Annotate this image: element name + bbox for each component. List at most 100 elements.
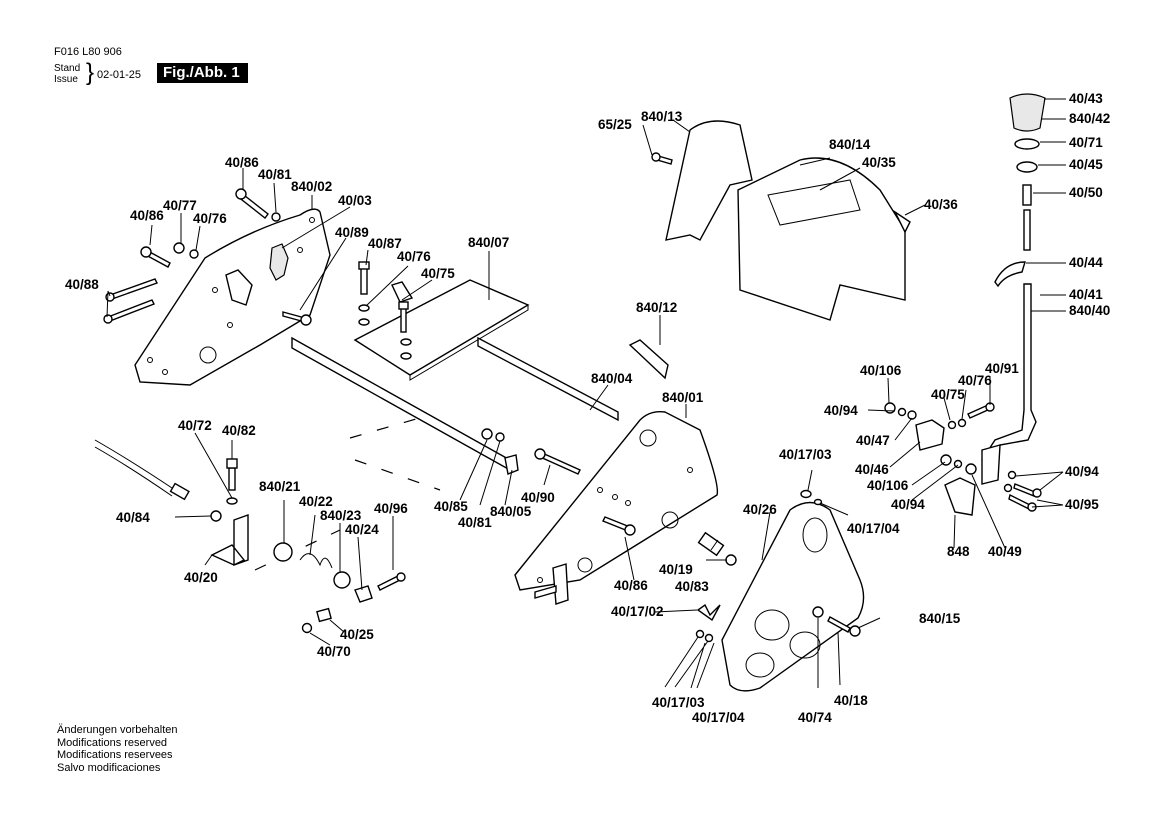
sleeve-840-21 xyxy=(273,542,293,562)
part-label: 840/02 xyxy=(291,179,333,194)
bolt-40-88-a xyxy=(105,278,158,302)
part-label: 40/22 xyxy=(299,494,333,509)
part-label: 40/86 xyxy=(225,155,259,170)
bracket-40-46 xyxy=(915,419,945,451)
washer-40-76-c xyxy=(957,418,967,428)
part-label: 40/91 xyxy=(985,361,1019,376)
part-label: 40/106 xyxy=(867,478,909,493)
issue-date: 02-01-25 xyxy=(97,69,142,81)
pin-40-89 xyxy=(282,311,312,326)
part-label: 40/17/03 xyxy=(779,447,832,462)
spring-40-44 xyxy=(994,261,1026,288)
bushing-40-49 xyxy=(965,463,977,475)
part-label: 840/42 xyxy=(1069,111,1111,126)
leader-lines xyxy=(106,98,1066,689)
bolt-40-86-top xyxy=(235,188,269,219)
part-label: 40/03 xyxy=(338,193,372,208)
washer-40-75-a xyxy=(358,318,370,326)
shaft xyxy=(534,585,557,599)
part-label: 40/96 xyxy=(374,501,408,516)
nut-40-84 xyxy=(210,510,222,522)
part-label: 40/81 xyxy=(458,515,492,530)
part-label: 840/01 xyxy=(662,390,704,405)
part-label: 40/18 xyxy=(834,693,868,708)
part-label: 40/46 xyxy=(855,462,889,477)
figure-title: Fig./Abb. 1 xyxy=(157,63,248,83)
cable xyxy=(94,439,176,497)
part-label: 840/07 xyxy=(468,235,510,250)
part-label: 840/12 xyxy=(636,300,678,315)
spacer-40-19 xyxy=(697,531,725,557)
cover-840-14 xyxy=(737,157,906,321)
part-label: 40/20 xyxy=(184,570,218,585)
part-label: 40/71 xyxy=(1069,135,1103,150)
part-label: 40/75 xyxy=(421,266,455,281)
issue-label: Issue xyxy=(54,74,78,85)
part-label: 40/88 xyxy=(65,277,99,292)
part-label: 40/95 xyxy=(1065,497,1099,512)
bracket-on-mount xyxy=(391,281,414,303)
washer-40-47 xyxy=(907,410,917,420)
plug-40-17-04-a xyxy=(813,498,823,506)
part-label: 40/74 xyxy=(798,710,832,725)
part-label: 40/17/04 xyxy=(692,710,745,725)
bushing-40-25 xyxy=(316,607,332,623)
part-label: 40/76 xyxy=(193,211,227,226)
footer-notes: Änderungen vorbehalten Modifications res… xyxy=(57,724,177,774)
bolt-40-87 xyxy=(358,261,370,295)
part-label: 840/04 xyxy=(591,371,633,386)
bracket-lever xyxy=(981,444,1001,485)
part-label: 40/44 xyxy=(1069,255,1103,270)
footer-line-en: Modifications reserved xyxy=(57,736,168,749)
bracket-40-20 xyxy=(210,514,249,566)
footer-line-es: Salvo modificaciones xyxy=(57,761,161,774)
part-label: 40/19 xyxy=(659,562,693,577)
part-label: 40/82 xyxy=(222,423,256,438)
washer-40-94-c xyxy=(1007,470,1017,480)
part-label: 40/85 xyxy=(434,499,468,514)
part-label: 40/17/04 xyxy=(847,521,900,536)
bolt-65-25 xyxy=(651,152,673,165)
part-label: 40/17/02 xyxy=(611,604,664,619)
washer-40-76 xyxy=(189,249,199,259)
spring-40-22 xyxy=(299,553,333,569)
part-label: 40/77 xyxy=(163,198,197,213)
bolt-40-96 xyxy=(377,572,406,591)
rail-840-04 xyxy=(477,336,619,422)
washer-40-74 xyxy=(812,606,824,618)
bolt-40-91 xyxy=(967,402,995,419)
part-label: 40/47 xyxy=(856,433,890,448)
threaded-rod xyxy=(1023,209,1031,251)
bracket-on-plate xyxy=(225,269,253,306)
bolt-40-90 xyxy=(534,448,581,475)
clip-40-17-02 xyxy=(696,603,721,622)
part-label: 840/15 xyxy=(919,611,961,626)
part-label: 40/35 xyxy=(862,155,896,170)
part-label: 40/72 xyxy=(178,418,212,433)
bracket-on-840-01 xyxy=(552,563,569,605)
part-label: 40/89 xyxy=(335,225,369,240)
part-label: 848 xyxy=(947,544,970,559)
part-label: 40/50 xyxy=(1069,185,1103,200)
nut-40-106-a xyxy=(884,402,896,414)
part-label: 40/86 xyxy=(614,578,648,593)
part-label: 40/83 xyxy=(675,579,709,594)
cable-fitting xyxy=(169,482,190,501)
part-label: 40/81 xyxy=(258,167,292,182)
part-label: 65/25 xyxy=(598,117,632,132)
nut-40-83 xyxy=(725,554,737,566)
washer-40-76-b xyxy=(358,304,370,312)
part-label: 840/14 xyxy=(829,137,871,152)
bolt-on-mount xyxy=(398,301,409,333)
part-label: 40/43 xyxy=(1069,91,1103,106)
part-label: 40/26 xyxy=(743,502,777,517)
nut-40-85 xyxy=(481,428,493,440)
bolt-40-86-c xyxy=(602,516,636,536)
footer-line-de: Änderungen vorbehalten xyxy=(57,724,178,736)
part-label: 40/25 xyxy=(340,627,374,642)
bolt-40-18 xyxy=(827,616,861,637)
side-plate-840-01 xyxy=(514,410,719,591)
part-label: 40/94 xyxy=(1065,464,1099,479)
part-label: 840/21 xyxy=(259,479,301,494)
